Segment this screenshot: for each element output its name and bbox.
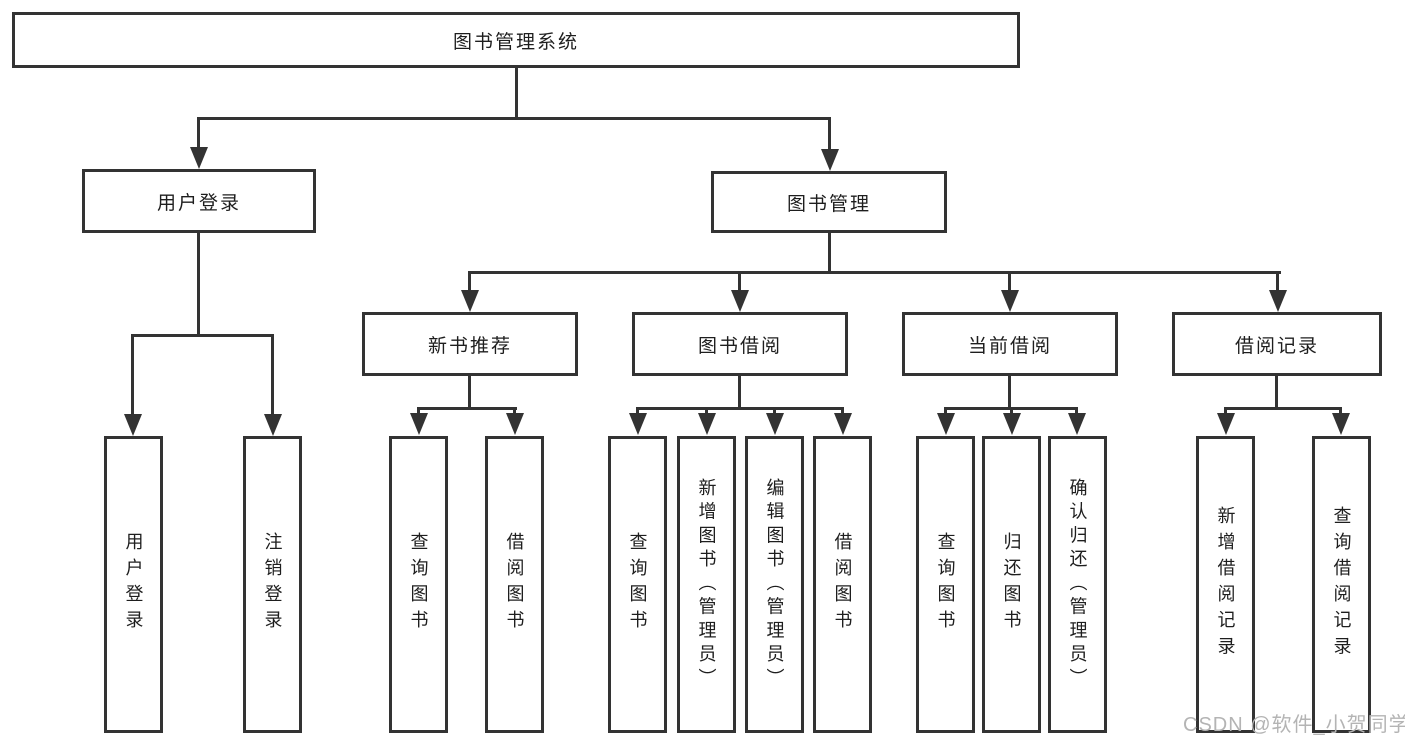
node-borrow-records-label: 借阅记录 xyxy=(1234,335,1319,357)
arrowhead-bb-query xyxy=(629,413,647,435)
connector-to-bb-edit xyxy=(773,407,776,415)
arrowhead-user-login xyxy=(190,147,208,169)
arrowhead-bb-add xyxy=(698,413,716,435)
connector-book-borrow-stem xyxy=(738,375,741,409)
arrowhead-br-add xyxy=(1217,413,1235,435)
leaf-bb-borrow-book-label: 借阅图书 xyxy=(832,532,853,637)
node-borrow-records: 借阅记录 xyxy=(1172,312,1382,376)
leaf-user-login-label: 用户登录 xyxy=(123,532,144,637)
leaf-user-login: 用户登录 xyxy=(104,436,163,733)
arrowhead-br-query xyxy=(1332,413,1350,435)
leaf-logout-label: 注销登录 xyxy=(262,532,283,637)
connector-to-bb-add xyxy=(705,407,708,415)
connector-root-stem xyxy=(515,67,518,119)
connector-user-login-split xyxy=(131,334,274,337)
leaf-bb-add-book-admin-label: 新增图书（管理员） xyxy=(696,477,717,692)
node-root-label: 图书管理系统 xyxy=(452,31,579,53)
connector-borrow-records-split xyxy=(1224,407,1342,410)
arrowhead-nbr-query xyxy=(410,413,428,435)
connector-book-mgmt-stem xyxy=(828,232,831,273)
leaf-cb-return-book-label: 归还图书 xyxy=(1001,532,1022,637)
arrowhead-book-mgmt xyxy=(821,149,839,171)
connector-to-nbr-borrow xyxy=(513,407,516,415)
leaf-bb-borrow-book: 借阅图书 xyxy=(813,436,872,733)
leaf-cb-return-book: 归还图书 xyxy=(982,436,1041,733)
node-current-borrow-label: 当前借阅 xyxy=(967,335,1052,357)
arrowhead-book-borrow xyxy=(731,290,749,312)
leaf-br-query-record-label: 查询借阅记录 xyxy=(1331,506,1352,663)
arrowhead-bb-borrow xyxy=(834,413,852,435)
arrowhead-leaf-logout xyxy=(264,414,282,436)
arrowhead-borrow-records xyxy=(1269,290,1287,312)
arrowhead-nbr-borrow xyxy=(506,413,524,435)
connector-to-cb-query xyxy=(944,407,947,415)
leaf-bb-query-book-label: 查询图书 xyxy=(627,532,648,637)
arrowhead-cb-confirm xyxy=(1068,413,1086,435)
connector-to-book-borrow xyxy=(738,271,741,291)
leaf-bb-add-book-admin: 新增图书（管理员） xyxy=(677,436,736,733)
connector-to-current-borrow xyxy=(1008,271,1011,291)
node-book-borrow: 图书借阅 xyxy=(632,312,848,376)
leaf-br-add-record: 新增借阅记录 xyxy=(1196,436,1255,733)
connector-to-br-query xyxy=(1339,407,1342,415)
connector-book-borrow-split xyxy=(636,407,844,410)
connector-to-bb-query xyxy=(636,407,639,415)
connector-to-nbr-query xyxy=(417,407,420,415)
leaf-br-add-record-label: 新增借阅记录 xyxy=(1215,506,1236,663)
node-user-login: 用户登录 xyxy=(82,169,316,233)
connector-to-bb-borrow xyxy=(841,407,844,415)
leaf-bb-query-book: 查询图书 xyxy=(608,436,667,733)
node-root: 图书管理系统 xyxy=(12,12,1020,68)
connector-new-book-rec-split xyxy=(417,407,517,410)
connector-new-book-rec-stem xyxy=(468,375,471,409)
arrowhead-current-borrow xyxy=(1001,290,1019,312)
connector-to-cb-confirm xyxy=(1075,407,1078,415)
arrowhead-cb-return xyxy=(1003,413,1021,435)
connector-book-mgmt-split xyxy=(468,271,1281,274)
connector-to-book-mgmt xyxy=(828,117,831,151)
node-user-login-label: 用户登录 xyxy=(156,192,241,214)
leaf-logout: 注销登录 xyxy=(243,436,302,733)
leaf-cb-confirm-return-admin-label: 确认归还（管理员） xyxy=(1067,477,1088,692)
arrowhead-new-book-rec xyxy=(461,290,479,312)
node-new-book-rec-label: 新书推荐 xyxy=(427,335,512,357)
connector-to-cb-return xyxy=(1010,407,1013,415)
connector-to-new-book-rec xyxy=(468,271,471,291)
connector-borrow-records-stem xyxy=(1275,375,1278,409)
connector-to-borrow-records xyxy=(1276,271,1279,291)
arrowhead-leaf-login xyxy=(124,414,142,436)
leaf-bb-edit-book-admin-label: 编辑图书（管理员） xyxy=(764,477,785,692)
connector-current-borrow-stem xyxy=(1008,375,1011,409)
leaf-nbr-query-book-label: 查询图书 xyxy=(408,532,429,637)
leaf-cb-query-book-label: 查询图书 xyxy=(935,532,956,637)
leaf-bb-edit-book-admin: 编辑图书（管理员） xyxy=(745,436,804,733)
connector-to-leaf-login xyxy=(131,334,134,414)
leaf-br-query-record: 查询借阅记录 xyxy=(1312,436,1371,733)
leaf-cb-confirm-return-admin: 确认归还（管理员） xyxy=(1048,436,1107,733)
watermark: CSDN @软件_小贺同学 xyxy=(1183,714,1405,736)
arrowhead-bb-edit xyxy=(766,413,784,435)
arrowhead-cb-query xyxy=(937,413,955,435)
node-book-borrow-label: 图书借阅 xyxy=(697,335,782,357)
connector-to-leaf-logout xyxy=(271,334,274,414)
connector-user-login-stem xyxy=(197,232,200,336)
connector-root-split xyxy=(197,117,831,120)
leaf-cb-query-book: 查询图书 xyxy=(916,436,975,733)
node-current-borrow: 当前借阅 xyxy=(902,312,1118,376)
leaf-nbr-borrow-book: 借阅图书 xyxy=(485,436,544,733)
connector-to-user-login xyxy=(197,117,200,149)
node-book-mgmt: 图书管理 xyxy=(711,171,947,233)
node-new-book-rec: 新书推荐 xyxy=(362,312,578,376)
leaf-nbr-borrow-book-label: 借阅图书 xyxy=(504,532,525,637)
leaf-nbr-query-book: 查询图书 xyxy=(389,436,448,733)
connector-to-br-add xyxy=(1224,407,1227,415)
node-book-mgmt-label: 图书管理 xyxy=(786,193,871,215)
